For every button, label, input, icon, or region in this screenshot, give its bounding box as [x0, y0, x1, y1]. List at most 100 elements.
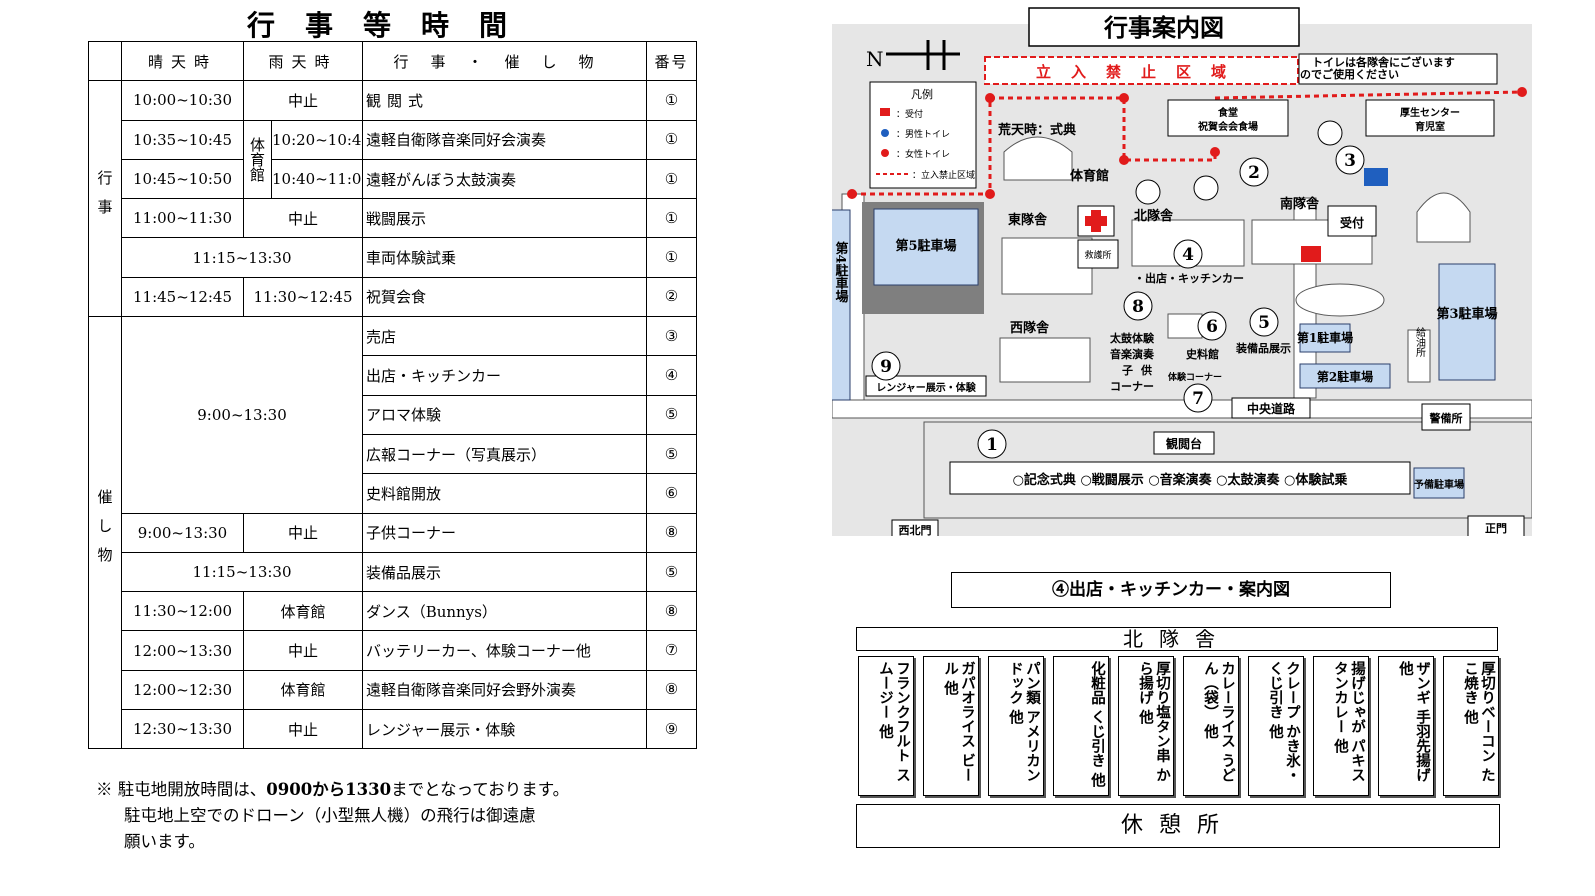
- location-marker-number: 2: [1248, 163, 1260, 183]
- west-gate-box: [891, 519, 939, 536]
- reception-callout: [1327, 205, 1377, 237]
- svg-text:厚生センター: 厚生センター: [1400, 106, 1460, 119]
- west-label: 西隊舎: [1010, 320, 1050, 336]
- table-row: 10:35~10:45 体育館 10:20~10:40 遠軽自衛隊音楽同好会演奏…: [89, 119, 698, 200]
- schedule-table: 晴天時 雨天時 行事・催し物 番号 行事 10:00~10:30 中止 観閲式 …: [88, 40, 698, 750]
- fuel-box: [1407, 329, 1431, 383]
- svg-text:：立入禁止区域: ：立入禁止区域: [912, 169, 975, 181]
- south-barracks-label: 南隊舎: [1280, 196, 1320, 212]
- svg-text:育児室: 育児室: [1415, 120, 1445, 133]
- parking-5-sign: [873, 208, 979, 286]
- parade-ground-box: [949, 461, 1411, 495]
- stand-label: 観閲台: [1166, 436, 1202, 451]
- east-label: 東隊舎: [1008, 212, 1048, 228]
- location-marker-number: 7: [1192, 389, 1204, 409]
- reserve-parking-sign: [1413, 467, 1465, 499]
- table-row: 12:30~13:30 中止 レンジャー展示・体験 ⑨: [89, 709, 698, 750]
- restricted-box: [984, 56, 1299, 85]
- section-events: 行事: [88, 80, 122, 318]
- kitchen-stall: 化粧品 くじ引き 他: [1053, 656, 1109, 796]
- svg-text:：男性トイレ: ：男性トイレ: [896, 128, 950, 140]
- guard-label: 警備所: [1429, 411, 1463, 425]
- legend-title: 凡例: [911, 87, 933, 101]
- parking-5-label: 第5駐車場: [895, 238, 956, 254]
- gym-label: 体育館: [1070, 168, 1109, 184]
- header-event: 行事・催し物: [362, 40, 648, 82]
- first-aid-label-box: [1077, 239, 1119, 269]
- kitchen-stall: 揚げじゃが パキスタンカレー 他: [1313, 656, 1369, 796]
- table-row: 11:00~11:30 中止 戦闘展示 ①: [89, 198, 698, 239]
- smoking-icons: [1135, 120, 1343, 205]
- svg-text:祝賀会会食場: 祝賀会会食場: [1198, 120, 1258, 133]
- north-label: N: [866, 47, 884, 71]
- site-map: 行事案内図 立入禁止区域 トイレは各隊舎にございます のでご使用ください N 凡…: [832, 7, 1532, 536]
- dome-building: [1416, 192, 1471, 243]
- ranger-label: レンジャー展示・体験: [876, 381, 976, 394]
- location-marker-circle: [871, 351, 901, 381]
- table-row: 9:00~13:30 中止 子供コーナー ⑧: [89, 512, 698, 553]
- reception-label: 受付: [1340, 215, 1364, 230]
- location-marker-number: 3: [1344, 151, 1356, 171]
- reception-marker-icon: [1301, 246, 1321, 262]
- map-title-box: [1028, 7, 1300, 47]
- svg-text:食堂: 食堂: [1217, 106, 1238, 119]
- location-marker-circle: [1123, 291, 1153, 321]
- central-road-label: 中央道路: [1247, 401, 1296, 416]
- location-marker-number: 4: [1182, 245, 1194, 265]
- gym-label: 体育館: [243, 119, 272, 200]
- schedule-title: 行事等時間: [246, 9, 537, 42]
- location-marker-number: 8: [1132, 297, 1144, 317]
- museum-label: 史料館: [1186, 347, 1219, 361]
- kitchen-stall: パン類 アメリカンドック 他: [988, 656, 1044, 796]
- svg-text:：受付: ：受付: [896, 108, 923, 120]
- kitchen-title: ④出店・キッチンカー・案内図: [951, 572, 1391, 608]
- female-toilet-legend-icon: [881, 149, 889, 157]
- stand-box: [1153, 431, 1215, 455]
- map-title: 行事案内図: [1103, 13, 1224, 42]
- header-fine: 晴天時: [121, 40, 244, 82]
- taiko-label-2: 音楽演奏: [1110, 347, 1155, 361]
- central-road-box: [1231, 397, 1311, 419]
- toilet-note-1: トイレは各隊舎にございます: [1312, 55, 1455, 69]
- kitchen-area-label: ・出店・キッチンカー: [1134, 271, 1244, 285]
- location-marker-circle: [1239, 157, 1269, 187]
- location-marker-circle: [977, 429, 1007, 459]
- dining-callout: [1167, 99, 1289, 137]
- experience-label: 体験コーナー: [1168, 371, 1222, 383]
- location-marker-circle: [1197, 311, 1227, 341]
- location-marker-circle: [1173, 239, 1203, 269]
- male-toilet-legend-icon: [881, 129, 889, 137]
- table-row: 史料館開放 ⑥: [89, 473, 698, 514]
- kitchen-stall: クレープ かき氷・くじ引き 他: [1248, 656, 1304, 796]
- east-barracks: [1001, 237, 1093, 295]
- first-aid-icon: [1085, 210, 1107, 232]
- kitchen-stall: フランクフルト スムージー 他: [858, 656, 914, 796]
- roundabout: [1295, 283, 1385, 317]
- parking-3-label: 第3駐車場: [1436, 306, 1497, 322]
- main-gate-box: [1467, 515, 1525, 536]
- ranger-box: [865, 375, 987, 397]
- north-barracks-label: 北隊舎: [1134, 208, 1174, 224]
- parking-1-sign: [1299, 323, 1351, 353]
- parking-1-label: 第1駐車場: [1297, 330, 1353, 345]
- svg-text:：女性トイレ: ：女性トイレ: [896, 148, 950, 160]
- table-row: 11:45~12:45 11:30~12:45 祝賀会食 ②: [89, 276, 698, 318]
- table-row: 行事 10:00~10:30 中止 観閲式 ①: [88, 80, 698, 318]
- table-row: 12:00~13:30 中止 バッテリーカー、体験コーナー他 ⑦: [89, 630, 698, 671]
- location-marker-number: 9: [880, 357, 892, 377]
- table-row: 11:15~13:30 装備品展示 ⑤: [89, 551, 698, 593]
- welfare-callout: [1365, 99, 1495, 137]
- reception-legend-icon: [880, 108, 890, 116]
- merged-time: 9:00~13:30: [120, 316, 364, 514]
- location-marker-number: 5: [1258, 313, 1270, 333]
- kitchen-rest-area: 休憩所: [856, 804, 1500, 848]
- fuel-label: 給油所: [1414, 326, 1426, 358]
- main-gate-label: 正門: [1485, 522, 1507, 535]
- location-marker-circle: [1183, 383, 1213, 413]
- table-row: 広報コーナー（写真展示） ⑤: [89, 433, 698, 475]
- kitchen-stall: 厚切りベーコン たこ焼き 他: [1443, 656, 1499, 796]
- rain-ceremony-label: 荒天時：式典: [997, 122, 1076, 138]
- header-row: 晴天時 雨天時 行事・催し物 番号: [88, 40, 698, 82]
- museum-building: [1167, 313, 1203, 339]
